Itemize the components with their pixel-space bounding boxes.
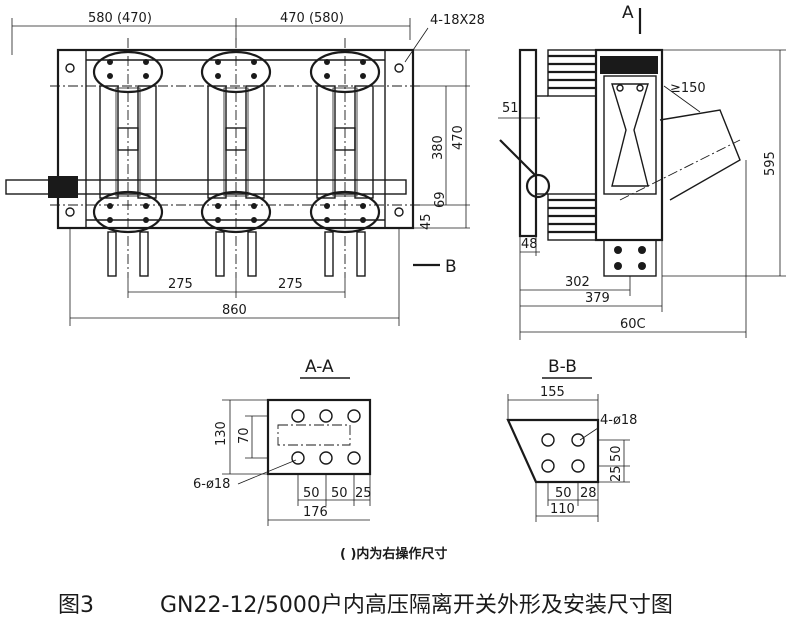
dim-top-left: 580 (470) xyxy=(88,11,152,26)
insulator-bottom xyxy=(547,193,597,241)
section-a-marker: A xyxy=(622,3,634,23)
pole-3 xyxy=(309,50,381,277)
dim-bb-28: 28 xyxy=(580,486,597,501)
dim-bb-holes: 4-ø18 xyxy=(600,413,637,428)
dim-bb-25: 25 xyxy=(609,465,624,482)
dim-bb-155: 155 xyxy=(540,385,565,400)
dim-470: 470 xyxy=(451,125,466,150)
section-bb-view: B-B 155 4-ø18 50 25 50 28 110 xyxy=(506,357,637,522)
operation-note: ( )内为右操作尺寸 xyxy=(340,546,447,562)
dim-595: 595 xyxy=(763,151,778,176)
section-aa-title: A-A xyxy=(305,357,334,377)
dim-bb-50h: 50 xyxy=(555,486,572,501)
dim-302: 302 xyxy=(565,275,590,290)
dim-150: ≥150 xyxy=(670,81,706,96)
dim-bb-110: 110 xyxy=(550,502,575,517)
side-view: A xyxy=(498,3,786,340)
dim-48: 48 xyxy=(521,237,538,252)
dim-overall-860: 860 xyxy=(222,303,247,318)
dim-pitch-1: 275 xyxy=(168,277,193,292)
dim-top-right: 470 (580) xyxy=(280,11,344,26)
dim-aa-176: 176 xyxy=(303,505,328,520)
section-aa-view: A-A 130 70 6-ø18 50 50 25 176 xyxy=(193,357,372,526)
section-bb-title: B-B xyxy=(548,357,577,377)
dim-bb-50v: 50 xyxy=(609,445,624,462)
pole-2 xyxy=(200,50,272,277)
front-view: 580 (470) 470 (580) 4-18X28 xyxy=(5,11,485,326)
dim-51: 51 xyxy=(502,101,519,116)
dim-69: 69 xyxy=(433,191,448,208)
pole-1 xyxy=(92,50,164,277)
dim-aa-130: 130 xyxy=(214,421,229,446)
dim-pitch-2: 275 xyxy=(278,277,303,292)
dim-45: 45 xyxy=(419,213,434,230)
figure-title: GN22-12/5000户内高压隔离开关外形及安装尺寸图 xyxy=(160,593,673,618)
dim-600: 60C xyxy=(620,317,646,332)
section-b-marker: B xyxy=(445,257,457,277)
dim-380: 380 xyxy=(431,135,446,160)
dim-aa-holes: 6-ø18 xyxy=(193,477,230,492)
dim-aa-50a: 50 xyxy=(303,486,320,501)
dim-mount-holes: 4-18X28 xyxy=(430,13,485,28)
insulator-top xyxy=(547,49,597,97)
dim-aa-50b: 50 xyxy=(331,486,348,501)
dim-aa-25: 25 xyxy=(355,486,372,501)
dim-aa-70: 70 xyxy=(237,427,252,444)
dim-379: 379 xyxy=(585,291,610,306)
figure-number: 图3 xyxy=(58,593,94,618)
